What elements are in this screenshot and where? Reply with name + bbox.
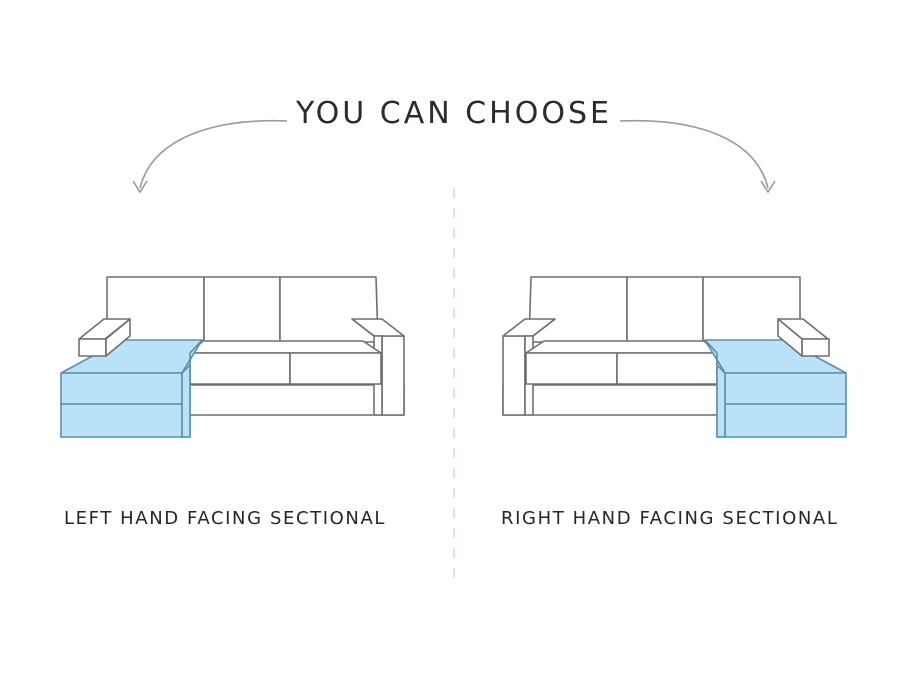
- back-cushion: [626, 276, 704, 343]
- sofa-base: [187, 384, 405, 416]
- chaise-pillow: [801, 338, 830, 357]
- seat-cushion: [189, 352, 291, 385]
- back-cushion: [279, 276, 379, 343]
- choice-arrows: [132, 119, 776, 194]
- heading-title: YOU CAN CHOOSE: [296, 96, 612, 131]
- sofa-arm-left: [502, 335, 526, 416]
- chaise-right: [704, 339, 847, 438]
- arrowhead-right: [760, 180, 776, 194]
- left-sectional-illustration: [60, 276, 405, 438]
- arrow-right: [619, 119, 769, 189]
- seat-cushion: [616, 352, 718, 385]
- chaise-cushion: [60, 372, 183, 405]
- seat-cushion-top: [189, 340, 382, 354]
- label-left-hand-facing: LEFT HAND FACING SECTIONAL: [64, 508, 387, 529]
- chaise-pillow-side: [105, 318, 131, 357]
- chaise-cushion: [60, 403, 183, 438]
- arm-front-right: [351, 318, 383, 416]
- seat-cushion: [525, 352, 618, 385]
- back-cushion: [528, 276, 628, 343]
- sofa-base: [502, 384, 720, 416]
- arrow-left: [139, 119, 288, 189]
- label-right-hand-facing: RIGHT HAND FACING SECTIONAL: [501, 508, 839, 529]
- chaise-pillow-side: [777, 318, 803, 357]
- sofa-arm-right: [381, 335, 405, 416]
- back-cushion: [203, 276, 281, 343]
- chaise-cushion: [724, 403, 847, 438]
- chaise-left: [60, 339, 203, 438]
- arm-front-left: [524, 318, 556, 416]
- arrowhead-left: [132, 180, 148, 194]
- chaise-side-lower: [181, 364, 191, 438]
- chaise-cushion: [724, 372, 847, 405]
- seat-cushion: [289, 352, 382, 385]
- right-sectional-illustration: [502, 276, 847, 438]
- chaise-side-lower: [716, 364, 726, 438]
- chaise-pillow: [78, 338, 107, 357]
- seat-cushion-top: [525, 340, 718, 354]
